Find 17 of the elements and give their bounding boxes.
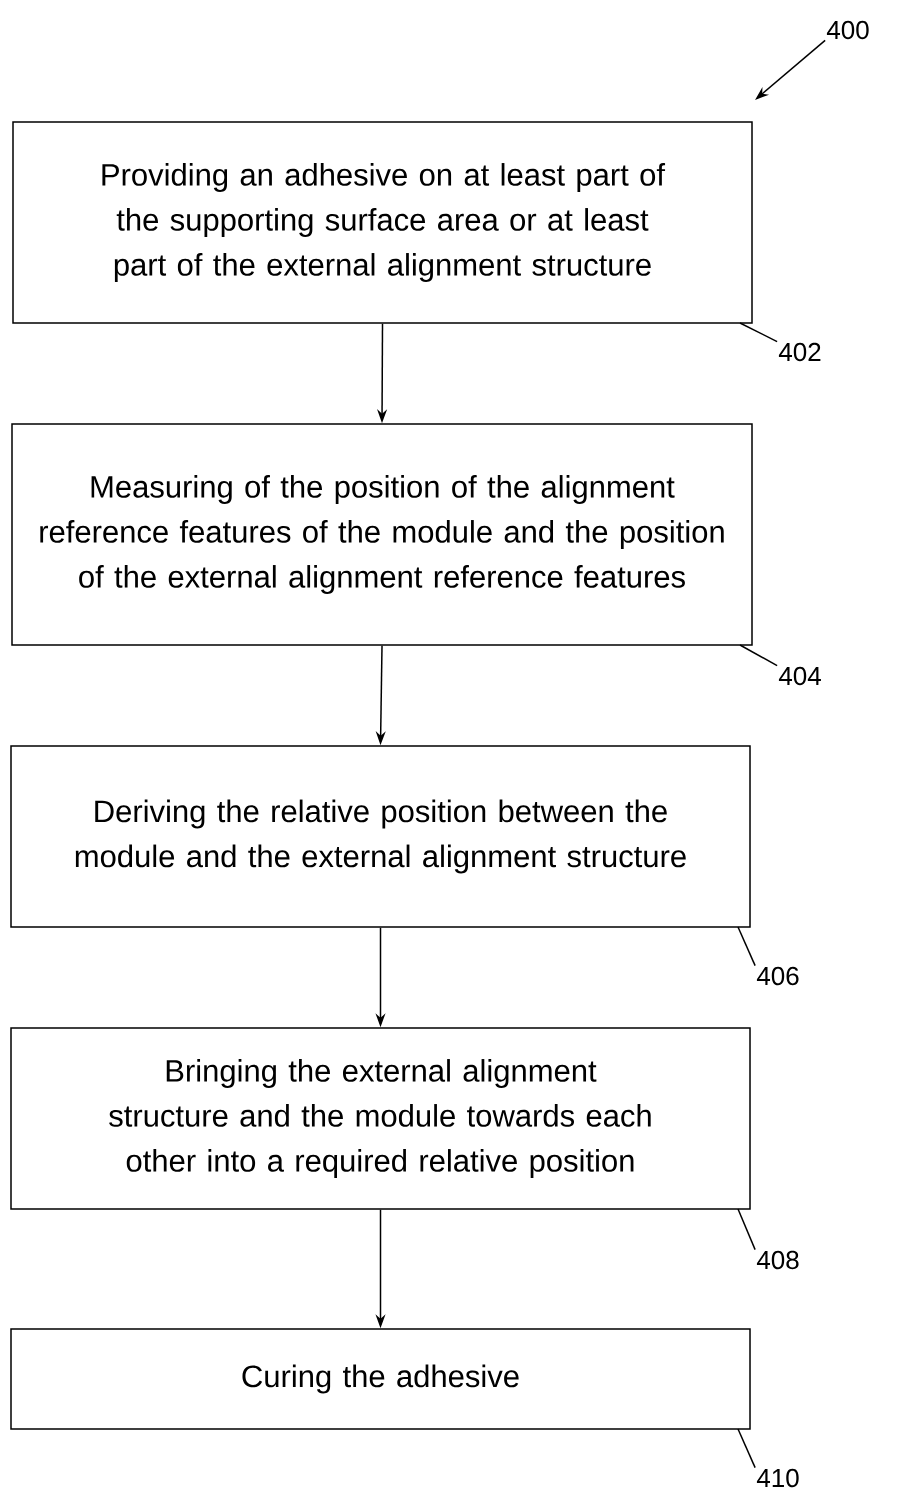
process-box: Measuring of the position of the alignment reference features of the module and the position of the external alignment reference features	[11, 423, 753, 646]
reference-number: 400	[826, 20, 869, 40]
reference-number: 408	[756, 1250, 799, 1270]
leader-line	[739, 644, 778, 667]
reference-number: 402	[778, 342, 821, 362]
leader-line	[739, 322, 778, 343]
process-box: Deriving the relative position between the module and the external alignment structure	[10, 745, 751, 928]
reference-number: 410	[756, 1468, 799, 1488]
process-box: Bringing the external alignment structure and the module towards each other into a required relative position	[10, 1027, 751, 1210]
process-box: Curing the adhesive	[10, 1328, 751, 1430]
leader-line	[737, 926, 756, 967]
reference-number: 404	[778, 666, 821, 686]
leader-line	[737, 1208, 756, 1251]
reference-number: 406	[756, 966, 799, 986]
leader-line	[737, 1428, 756, 1469]
arrow	[755, 39, 826, 100]
process-box: Providing an adhesive on at least part of the supporting surface area or at least part of the external alignment structure	[12, 121, 753, 324]
